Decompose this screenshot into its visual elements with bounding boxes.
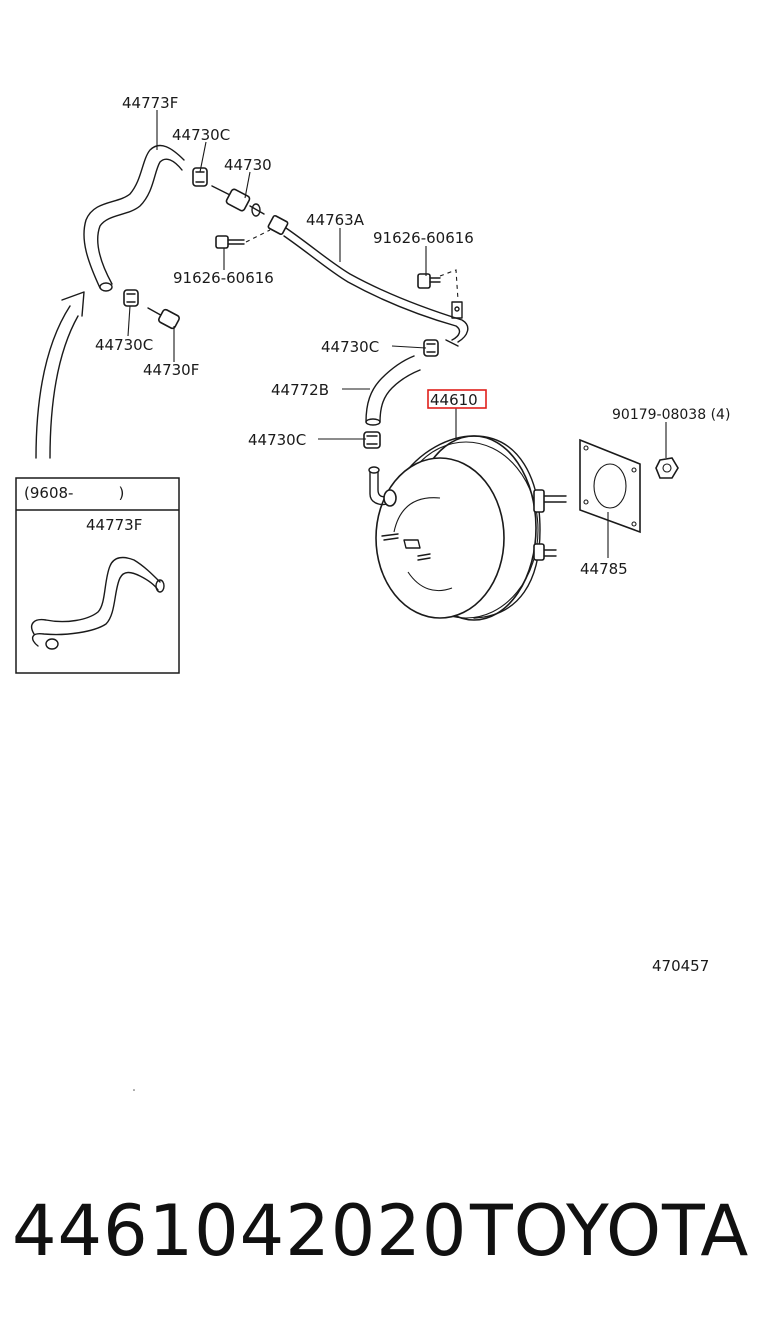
bolt-91626-right[interactable] [417,269,459,301]
callout-44772b: 44772B [271,381,329,399]
check-valve-44730[interactable] [211,185,265,217]
union-44730f[interactable] [147,307,180,330]
clamp-44730c-top[interactable] [192,167,208,187]
callout-44730: 44730 [224,156,272,174]
inset-date-range: (9608- ) [24,484,124,502]
callout-44610-highlight[interactable]: 44610 [427,389,487,409]
callout-44730f: 44730F [143,361,199,379]
callout-44730c-d: 44730C [248,431,306,449]
callout-44610: 44610 [430,391,478,409]
pipe-connector[interactable] [267,214,289,236]
hose-44772b[interactable] [365,355,421,426]
stray-dot [133,1089,135,1091]
inset-part-label: 44773F [86,516,142,534]
diagram-number: 470457 [652,957,709,975]
inset-hose-44773f[interactable] [30,556,165,650]
footer-part-number: 4461042020 [12,1190,468,1272]
callout-44730c-a: 44730C [172,126,230,144]
leader-lines [127,110,667,558]
callout-44730c-c: 44730C [321,338,379,356]
parts-diagram: 44773F 44730C 44730 44763A 91626-60616 9… [15,94,730,1091]
callout-44785: 44785 [580,560,628,578]
variant-inset: (9608- ) 44773F [15,477,180,674]
footer-brand: TOYOTA [470,1190,750,1272]
callout-91626-a: 91626-60616 [373,229,474,247]
clamp-44730c-left[interactable] [123,289,139,307]
callout-44763a: 44763A [306,211,365,229]
callout-91626-b: 91626-60616 [173,269,274,287]
callout-44773f-top: 44773F [122,94,178,112]
clamp-44730c-lower[interactable] [363,431,381,449]
callout-90179: 90179-08038 (4) [612,407,730,423]
nut-90179[interactable] [655,457,679,479]
gasket-44785[interactable] [579,438,641,534]
highlight-box [427,389,487,409]
inset-arrow [35,291,85,459]
clamp-44730c-pipe[interactable] [423,339,439,357]
callout-44730c-b: 44730C [95,336,153,354]
bolt-91626-left[interactable] [215,229,271,249]
hose-44773f[interactable] [83,144,185,292]
brake-booster-44610[interactable] [368,435,567,621]
vacuum-pipe-44763a[interactable] [283,227,469,347]
